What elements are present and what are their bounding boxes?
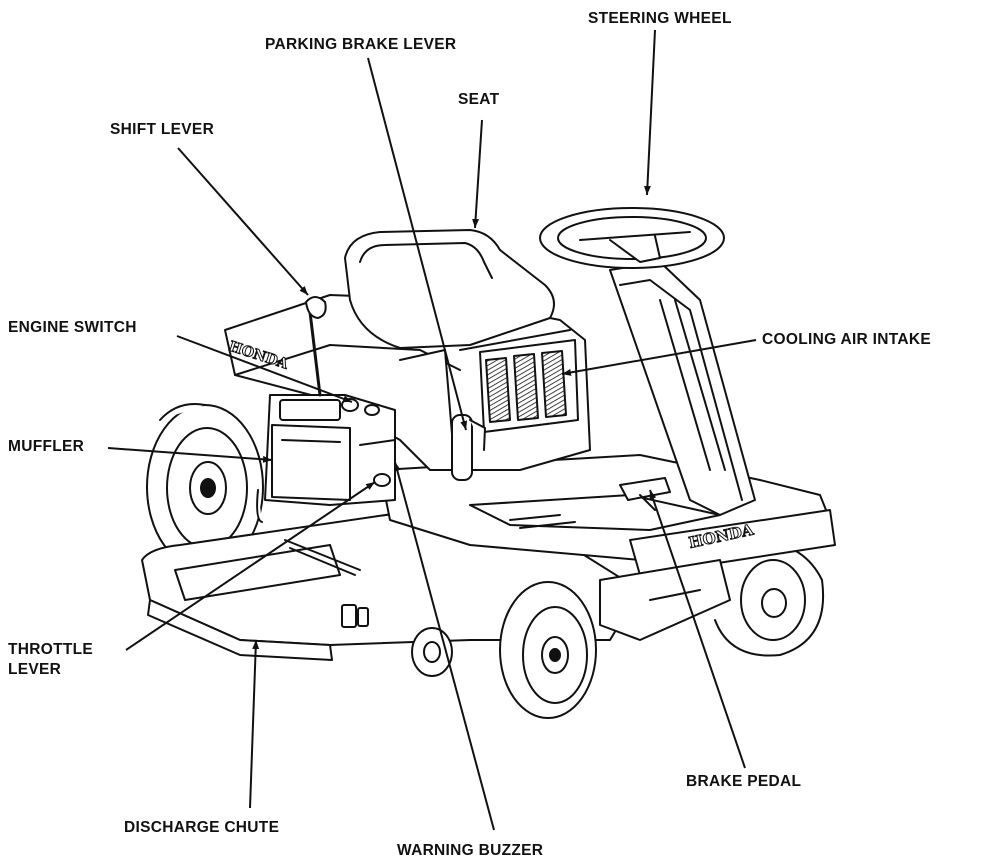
label-seat: SEAT [458,91,500,108]
label-brake-pedal: BRAKE PEDAL [686,773,802,790]
seat [344,229,555,349]
leader-cooling-air-intake [561,339,757,376]
engine-block [256,394,396,523]
label-steering-wheel: STEERING WHEEL [588,10,732,27]
leader-shift-lever [177,147,309,296]
label-engine-switch: ENGINE SWITCH [8,319,137,336]
air-intake-grille [479,339,579,433]
parking-brake-lever-part [451,414,486,481]
label-shift-lever: SHIFT LEVER [110,121,215,138]
leader-steering-wheel [643,29,656,196]
leader-warning-buzzer [393,461,495,831]
label-throttle-lever-line1: THROTTLE [8,641,94,658]
leader-seat [472,119,483,229]
leader-parking-brake-lever [367,57,468,431]
leader-muffler [107,447,273,463]
label-warning-buzzer: WARNING BUZZER [397,842,544,859]
label-throttle-lever: THROTTLE LEVER [8,640,93,680]
throttle-knob [373,473,391,487]
label-discharge-chute: DISCHARGE CHUTE [124,819,280,836]
rear-right-wheel [714,538,824,657]
brake-pedal-part [619,477,671,501]
leader-brake-pedal [649,489,746,769]
shift-lever-part [305,296,327,397]
label-muffler: MUFFLER [8,438,85,455]
label-cooling-air-intake: COOLING AIR INTAKE [762,331,932,348]
front-left-wheel [499,581,597,719]
leader-discharge-chute [249,639,260,809]
label-throttle-lever-line2: LEVER [8,661,62,678]
steering-column [539,207,756,516]
leader-throttle-lever [125,481,376,651]
leader-engine-switch [176,335,353,403]
label-parking-brake-lever: PARKING BRAKE LEVER [265,36,457,53]
rear-left-wheel [146,403,264,570]
